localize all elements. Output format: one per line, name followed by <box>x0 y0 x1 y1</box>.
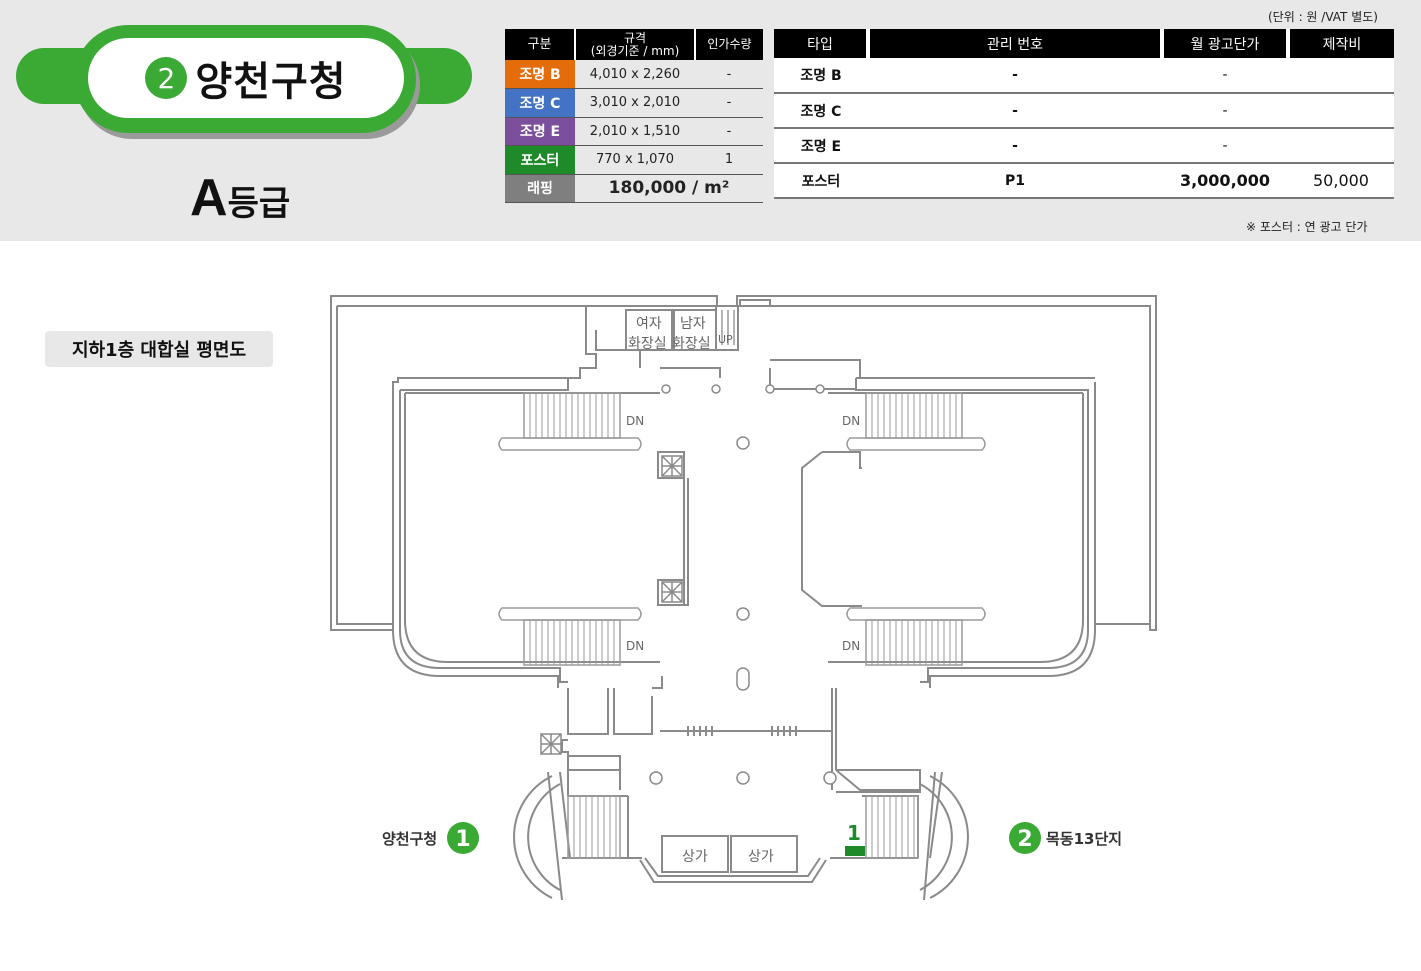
women-restroom-label-1: 여자 <box>636 316 662 332</box>
unit-note: (단위 : 원 /VAT 별도) <box>1268 10 1378 24</box>
spec-size: 2,010 x 1,510 <box>575 117 695 146</box>
spec-size: 3,010 x 2,010 <box>575 88 695 118</box>
spec-row: 조명 C 3,010 x 2,010 - <box>505 88 763 118</box>
price-production: 50,000 <box>1288 163 1394 199</box>
spec-size: 770 x 1,070 <box>575 145 695 175</box>
line-number-icon: 2 <box>145 57 188 99</box>
women-restroom-label-2: 화장실 <box>628 336 667 352</box>
spec-type-lighting-c: 조명 C <box>505 88 575 118</box>
station-grade: A등급 <box>190 168 290 228</box>
price-monthly: 3,000,000 <box>1162 163 1288 199</box>
price-monthly: - <box>1162 128 1288 164</box>
spec-table: 구분 규격(외경기준 / mm) 인가수량 조명 B 4,010 x 2,260… <box>505 29 763 203</box>
spec-row-wrapping: 래핑 180,000 / m² <box>505 174 763 203</box>
poster-note: ※ 포스터 : 연 광고 단가 <box>1246 220 1368 234</box>
exit-1-label: 양천구청 <box>382 830 437 848</box>
exit-2-label: 목동13단지 <box>1046 830 1122 848</box>
spec-header-size: 규격(외경기준 / mm) <box>575 29 696 60</box>
price-table: 타입 관리 번호 월 광고단가 제작비 조명 B - - 조명 C - - 조명… <box>774 29 1394 199</box>
poster-location-marker <box>845 846 865 856</box>
spec-type-wrapping: 래핑 <box>505 174 575 203</box>
station-name: 양천구청 <box>195 59 347 105</box>
grade-letter: A <box>190 169 228 227</box>
escalators <box>498 310 986 859</box>
shop-label-2: 상가 <box>748 849 774 865</box>
wrapping-price: 180,000 / m² <box>575 174 763 203</box>
spec-header-qty: 인가수량 <box>695 29 763 60</box>
price-production <box>1288 93 1394 129</box>
exit-1-icon <box>447 822 479 854</box>
spec-header-size-line2: (외경기준 / mm) <box>590 43 680 58</box>
floor-plan-title: 지하1층 대합실 평면도 <box>45 331 273 367</box>
price-mgmt: P1 <box>868 163 1162 199</box>
spec-qty: - <box>695 60 763 89</box>
station-badge: 2 양천구청 <box>88 38 404 118</box>
price-type-lighting-c: 조명 C <box>774 93 868 129</box>
spec-qty: - <box>695 117 763 146</box>
elevator-icon <box>540 455 683 755</box>
shop-label-1: 상가 <box>682 849 708 865</box>
spec-row: 조명 E 2,010 x 1,510 - <box>505 117 763 146</box>
dn-label-bottom-left: DN <box>626 639 644 653</box>
exit-2-icon <box>1009 822 1041 854</box>
dn-label-top-right: DN <box>842 414 860 428</box>
price-mgmt: - <box>868 93 1162 129</box>
men-restroom-label-2: 화장실 <box>672 336 711 352</box>
spec-header-category: 구분 <box>505 29 576 60</box>
poster-location-number: 1 <box>847 821 861 845</box>
men-restroom-label-1: 남자 <box>680 316 706 332</box>
price-row: 조명 C - - <box>774 93 1394 129</box>
price-header-monthly: 월 광고단가 <box>1162 29 1290 58</box>
grade-suffix: 등급 <box>227 185 291 223</box>
spec-header-size-line1: 규격 <box>623 30 647 45</box>
escalator-steps <box>529 393 957 858</box>
price-production <box>1288 58 1394 94</box>
price-monthly: - <box>1162 58 1288 94</box>
price-mgmt: - <box>868 128 1162 164</box>
price-production <box>1288 128 1394 164</box>
price-header-mgmt: 관리 번호 <box>868 29 1164 58</box>
up-label: UP <box>718 333 733 346</box>
price-row: 조명 B - - <box>774 58 1394 94</box>
dn-label-bottom-right: DN <box>842 639 860 653</box>
spec-row: 조명 B 4,010 x 2,260 - <box>505 60 763 89</box>
price-monthly: - <box>1162 93 1288 129</box>
spec-type-poster: 포스터 <box>505 145 575 175</box>
price-header-type: 타입 <box>774 29 870 58</box>
spec-qty: - <box>695 88 763 118</box>
fare-gates <box>687 726 797 736</box>
price-row: 조명 E - - <box>774 128 1394 164</box>
price-mgmt: - <box>868 58 1162 94</box>
spec-type-lighting-e: 조명 E <box>505 117 575 146</box>
pillars <box>649 384 837 785</box>
dn-label-top-left: DN <box>626 414 644 428</box>
spec-qty: 1 <box>695 145 763 175</box>
price-type-lighting-e: 조명 E <box>774 128 868 164</box>
price-type-poster: 포스터 <box>774 163 868 199</box>
spec-size: 4,010 x 2,260 <box>575 60 695 89</box>
price-type-lighting-b: 조명 B <box>774 58 868 94</box>
price-row: 포스터 P1 3,000,000 50,000 <box>774 163 1394 199</box>
exit-1-number: 1 <box>455 827 470 852</box>
spec-row: 포스터 770 x 1,070 1 <box>505 145 763 175</box>
price-header-production: 제작비 <box>1288 29 1394 58</box>
exit-2-number: 2 <box>1017 827 1032 852</box>
spec-type-lighting-b: 조명 B <box>505 60 575 89</box>
